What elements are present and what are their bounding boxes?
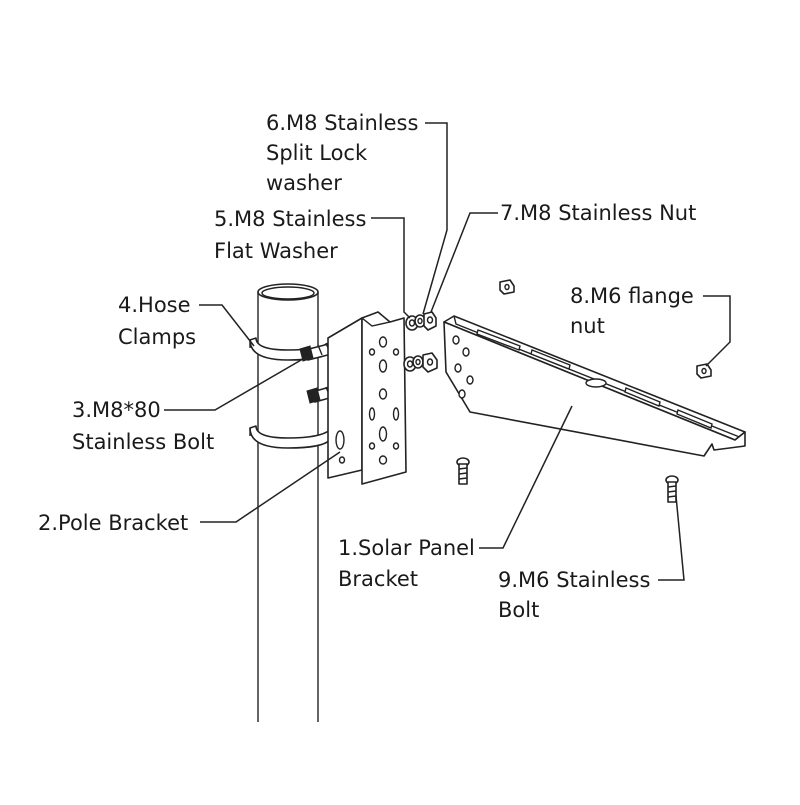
label-hose-clamps: 4.Hose Clamps <box>118 293 196 349</box>
label-pole-bracket-line1: 2.Pole Bracket <box>38 511 188 535</box>
m8-nut-upper <box>423 311 437 331</box>
m8-nut-lower <box>422 352 438 373</box>
label-flat-washer-line2: Flat Washer <box>214 239 338 263</box>
label-nut: 7.M8 Stainless Nut <box>500 201 696 225</box>
m6-bolt-right <box>665 475 679 503</box>
solar-panel-bracket <box>443 315 746 457</box>
split-lock-washer-lower <box>412 355 424 369</box>
label-bolt-m8: 3.M8*80 Stainless Bolt <box>72 398 214 454</box>
label-hose-clamps-line1: 4.Hose <box>118 293 191 317</box>
label-split-lock-washer-line2: Split Lock <box>266 141 368 165</box>
label-flat-washer-line1: 5.M8 Stainless <box>214 207 366 231</box>
label-flange-nut-line2: nut <box>570 314 605 338</box>
label-flat-washer: 5.M8 Stainless Flat Washer <box>214 207 366 263</box>
m6-flange-nut-right <box>696 363 712 379</box>
pole-bracket <box>327 311 407 485</box>
label-nut-line1: 7.M8 Stainless Nut <box>500 201 696 225</box>
label-split-lock-washer: 6.M8 Stainless Split Lock washer <box>266 111 418 195</box>
label-hose-clamps-line2: Clamps <box>118 325 196 349</box>
label-flange-nut: 8.M6 flange nut <box>570 284 694 338</box>
label-solar-panel-bracket-line1: 1.Solar Panel <box>338 536 475 560</box>
leader-lines <box>164 122 731 581</box>
label-bolt-m6-line1: 9.M6 Stainless <box>498 568 650 592</box>
m6-bolt-left <box>456 457 470 485</box>
label-solar-panel-bracket-line2: Bracket <box>338 567 418 591</box>
label-solar-panel-bracket: 1.Solar Panel Bracket <box>338 536 475 591</box>
label-bolt-m6: 9.M6 Stainless Bolt <box>498 568 650 622</box>
label-split-lock-washer-line3: washer <box>266 171 342 195</box>
m6-flange-nut-left <box>499 279 515 295</box>
label-split-lock-washer-line1: 6.M8 Stainless <box>266 111 418 135</box>
label-pole-bracket: 2.Pole Bracket <box>38 511 188 535</box>
label-flange-nut-line1: 8.M6 flange <box>570 284 694 308</box>
label-bolt-m6-line2: Bolt <box>498 598 539 622</box>
label-bolt-m8-line1: 3.M8*80 <box>72 398 161 422</box>
label-bolt-m8-line2: Stainless Bolt <box>72 430 214 454</box>
